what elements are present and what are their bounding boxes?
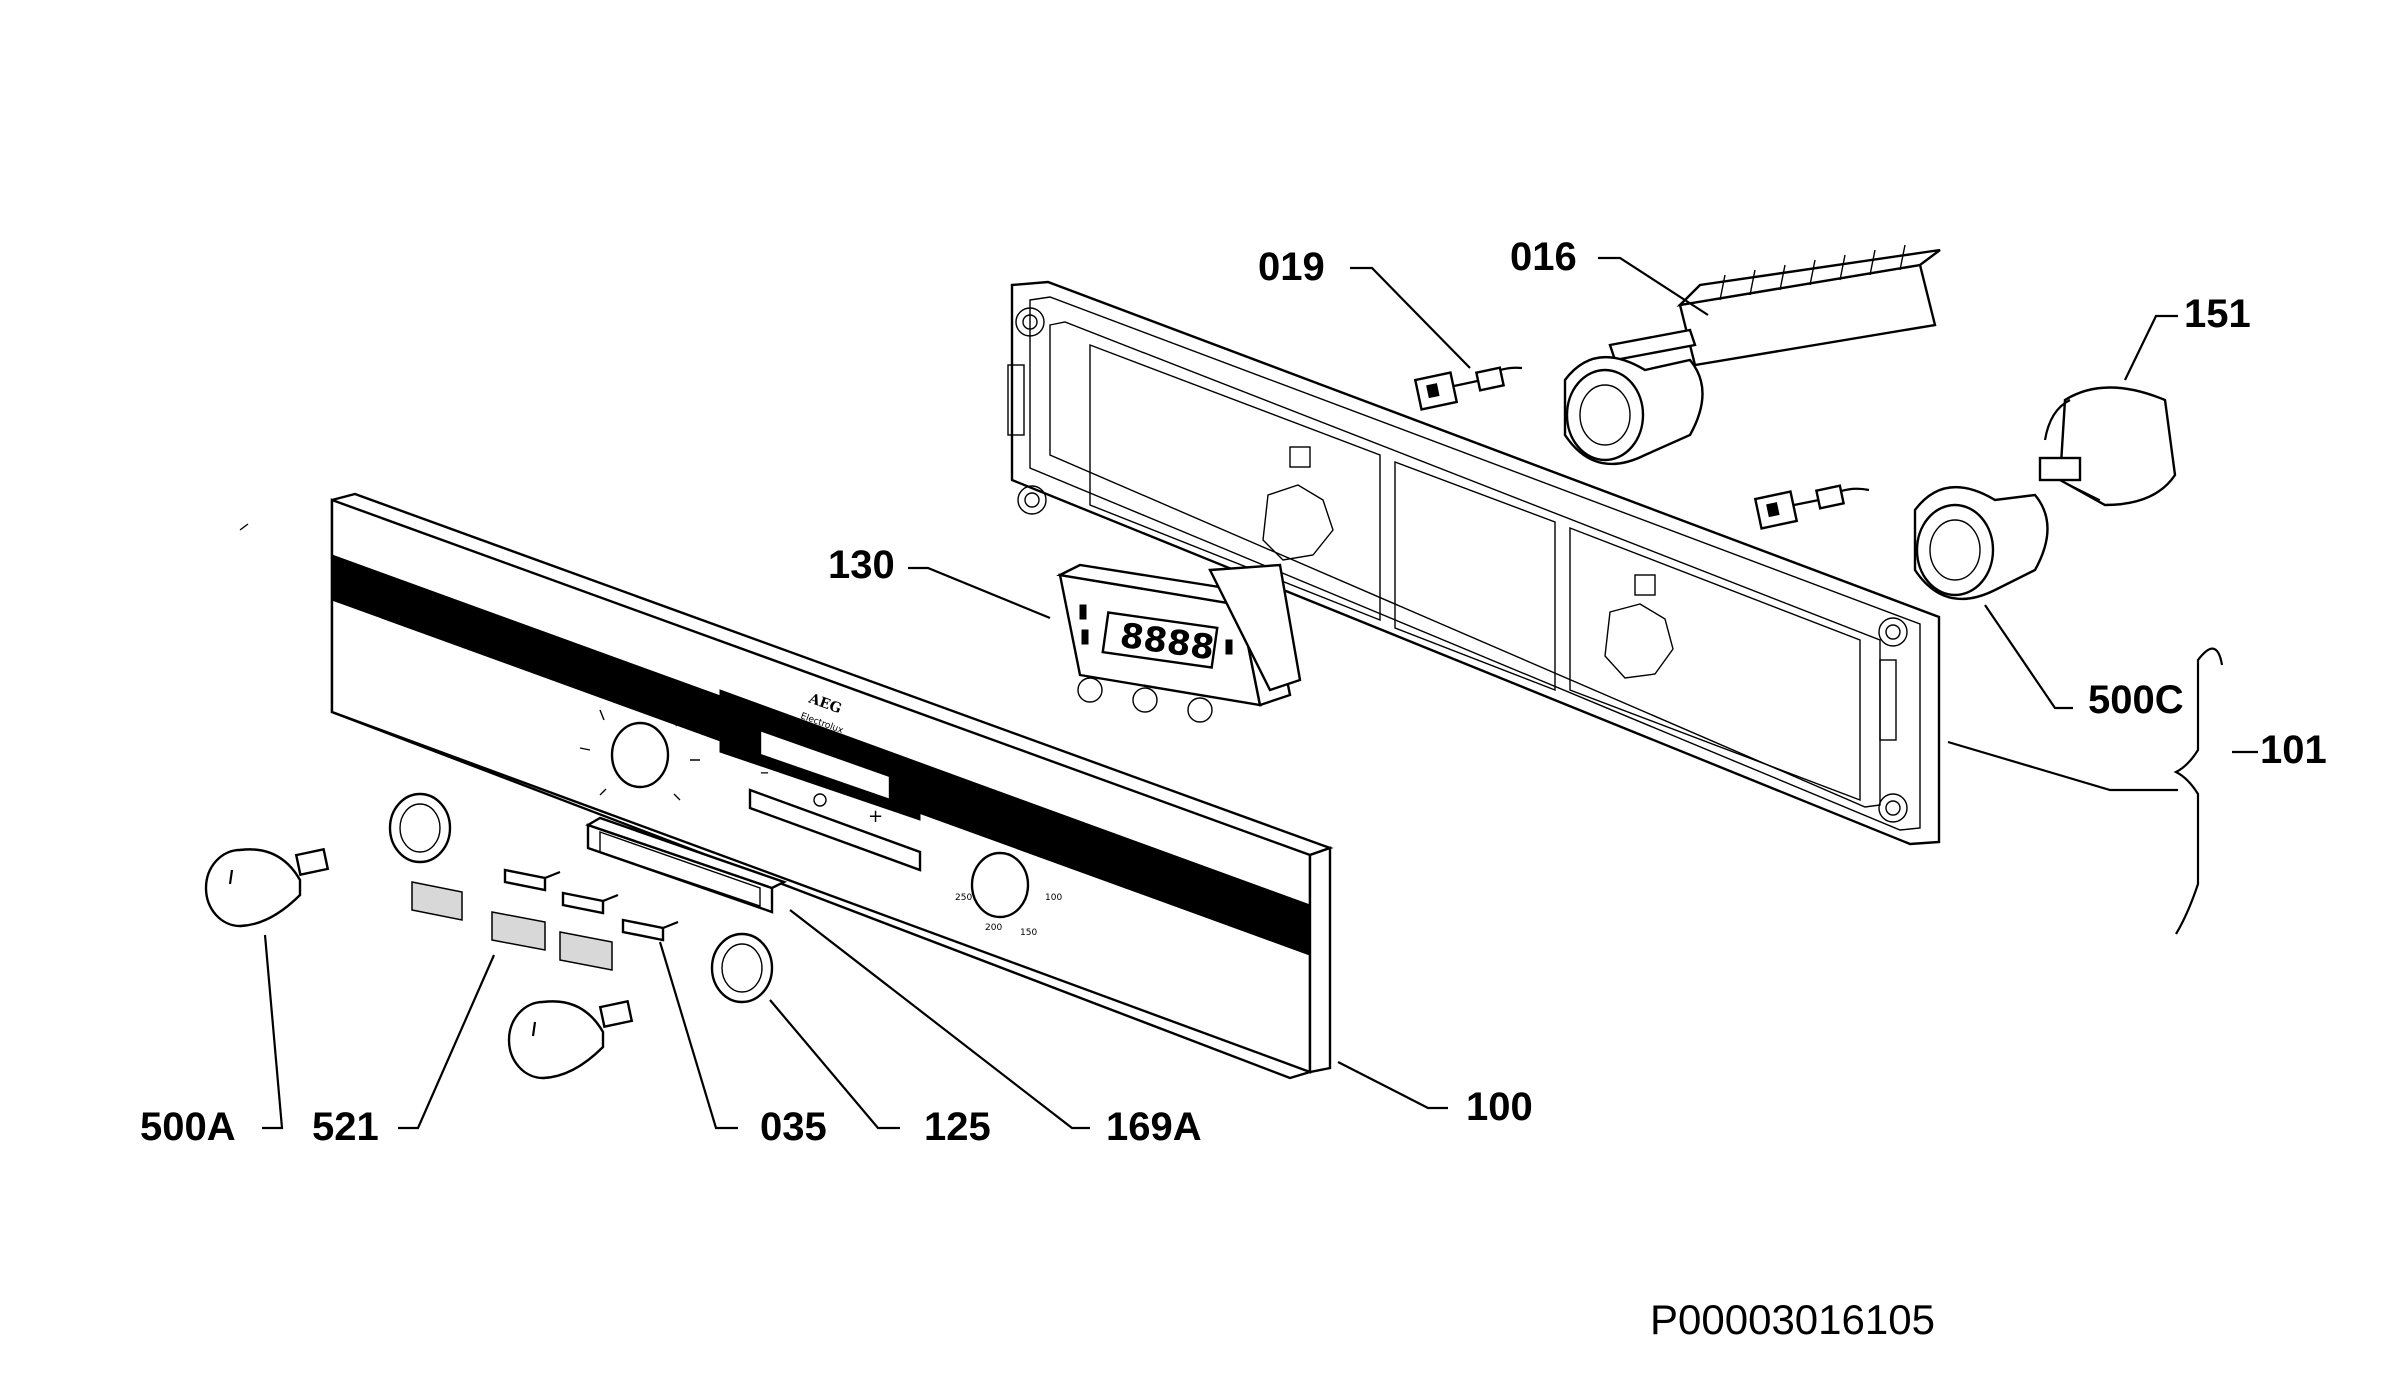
plus-sign: + — [868, 806, 883, 827]
push-buttons-521 — [411, 881, 613, 971]
bezel-ring-125 — [710, 932, 774, 1004]
document-id: P00003016105 — [1650, 1296, 1935, 1343]
minus-sign: – — [760, 762, 769, 783]
temp-scale-50: 50 — [1000, 833, 1012, 843]
temp-scale-200: 200 — [985, 923, 1002, 933]
rear-frame-101 — [1007, 280, 1941, 846]
label-521: 521 — [312, 1105, 379, 1149]
connector-019 — [1413, 366, 1523, 411]
label-100: 100 — [1466, 1085, 1533, 1129]
label-125: 125 — [924, 1105, 991, 1149]
label-151: 151 — [2184, 292, 2251, 336]
thermostat-500C — [1913, 486, 2049, 601]
light-pipes-035 — [503, 868, 679, 942]
control-body-upper — [1563, 356, 1704, 466]
component-151 — [2038, 386, 2177, 507]
trim-strip-169A — [585, 816, 788, 914]
knob-lower — [507, 999, 634, 1080]
temp-scale-150: 150 — [1020, 928, 1037, 938]
bezel-ring-upper — [388, 792, 452, 864]
label-019: 019 — [1258, 245, 1325, 289]
temp-scale-100: 100 — [1045, 893, 1062, 903]
front-panel-100: AEG Electrolux – + 50 100 150 200 250 — [330, 492, 1334, 1080]
label-500A: 500A — [140, 1105, 236, 1149]
connector-lower — [1753, 484, 1870, 530]
label-500C: 500C — [2088, 678, 2184, 722]
label-101: 101 — [2260, 728, 2327, 772]
leader-lines — [239, 256, 2258, 1130]
label-035: 035 — [760, 1105, 827, 1149]
label-016: 016 — [1510, 235, 1577, 279]
switch-016 — [1608, 244, 1941, 367]
temp-scale-250: 250 — [955, 893, 972, 903]
label-169A: 169A — [1106, 1105, 1202, 1149]
label-130: 130 — [828, 543, 895, 587]
timer-display-module-130: 8888 — [1056, 563, 1302, 723]
knob-500A — [204, 847, 330, 928]
